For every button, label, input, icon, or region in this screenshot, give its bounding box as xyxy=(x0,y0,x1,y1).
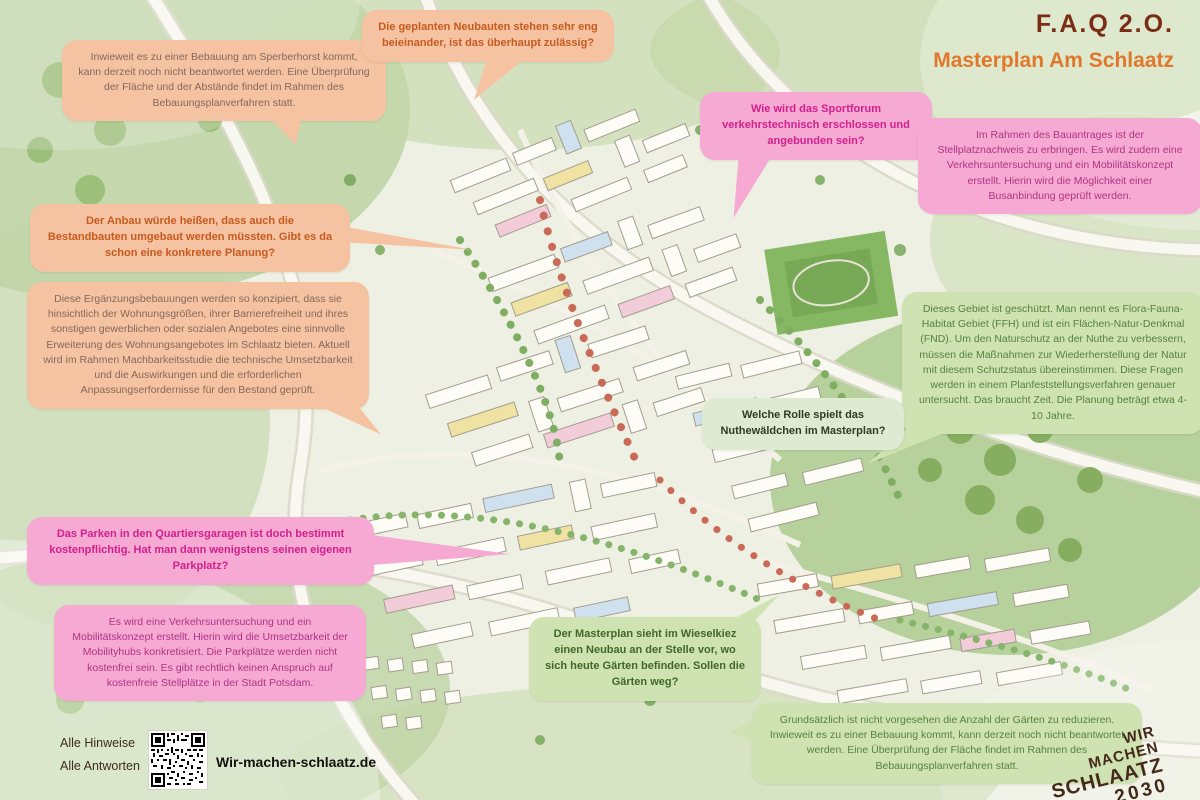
speech-bubble-wieselkiez-question: Der Masterplan sieht im Wieselkiez einen… xyxy=(529,595,779,701)
bubble-text: Welche Rolle spielt das Nuthewäldchen im… xyxy=(720,409,886,437)
speech-bubble-sperberhorst-answer: Inwieweit es zu einer Bebauung am Sperbe… xyxy=(62,40,386,145)
bubble-text: Wie wird das Sportforum verkehrstechnisc… xyxy=(722,103,910,147)
bubble-text: Es wird eine Verkehrsuntersuchung und ei… xyxy=(72,616,348,689)
bubble-text: Im Rahmen des Bauantrages ist der Stellp… xyxy=(937,129,1183,202)
bubble-text: Inwieweit es zu einer Bebauung am Sperbe… xyxy=(78,51,370,109)
speech-bubble-neubauten-question: Die geplanten Neubauten stehen sehr eng … xyxy=(362,10,614,100)
speech-bubble-parken-question: Das Parken in den Quartiersgaragen ist d… xyxy=(27,517,510,585)
speech-bubble-anbau-question: Der Anbau würde heißen, dass auch die Be… xyxy=(30,204,472,272)
answers-label: Alle Antworten xyxy=(60,759,140,773)
hints-label: Alle Hinweise xyxy=(60,736,136,750)
speech-bubble-naturschutz-answer: Dieses Gebiet ist geschützt. Man nennt e… xyxy=(867,292,1200,464)
qr-code xyxy=(148,730,208,790)
bubble-text: Der Masterplan sieht im Wieselkiez einen… xyxy=(545,628,745,688)
speech-bubble-sportforum-question: Wie wird das Sportforum verkehrstechnisc… xyxy=(700,92,932,218)
header: F.A.Q 2.O. Masterplan Am Schlaatz xyxy=(933,10,1174,73)
speech-bubble-nuthewaeldchen-question: Welche Rolle spielt das Nuthewäldchen im… xyxy=(702,398,904,450)
speech-bubble-ergaenzung-answer: Diese Ergänzungsbebauungen werden so kon… xyxy=(27,282,381,435)
footer-labels: Alle Hinweise Alle Antworten xyxy=(60,736,140,782)
page-subtitle: Masterplan Am Schlaatz xyxy=(933,49,1174,72)
bubble-text: Dieses Gebiet ist geschützt. Man nennt e… xyxy=(919,303,1187,422)
speech-bubble-sportforum-answer: Im Rahmen des Bauantrages ist der Stellp… xyxy=(918,118,1200,215)
page-title: F.A.Q 2.O. xyxy=(1035,10,1174,38)
speech-bubble-parken-answer: Es wird eine Verkehrsuntersuchung und ei… xyxy=(54,605,366,702)
bubble-text: Das Parken in den Quartiersgaragen ist d… xyxy=(49,528,352,572)
bubble-text: Der Anbau würde heißen, dass auch die Be… xyxy=(47,215,333,259)
website-link[interactable]: Wir-machen-schlaatz.de xyxy=(216,754,377,770)
bubble-text: Die geplanten Neubauten stehen sehr eng … xyxy=(378,21,598,49)
bubble-text: Grundsätzlich ist nicht vorgesehen die A… xyxy=(769,714,1125,772)
bubble-text: Diese Ergänzungsbebauungen werden so kon… xyxy=(43,293,353,397)
speech-bubble-gaerten-answer: Grundsätzlich ist nicht vorgesehen die A… xyxy=(730,703,1142,784)
